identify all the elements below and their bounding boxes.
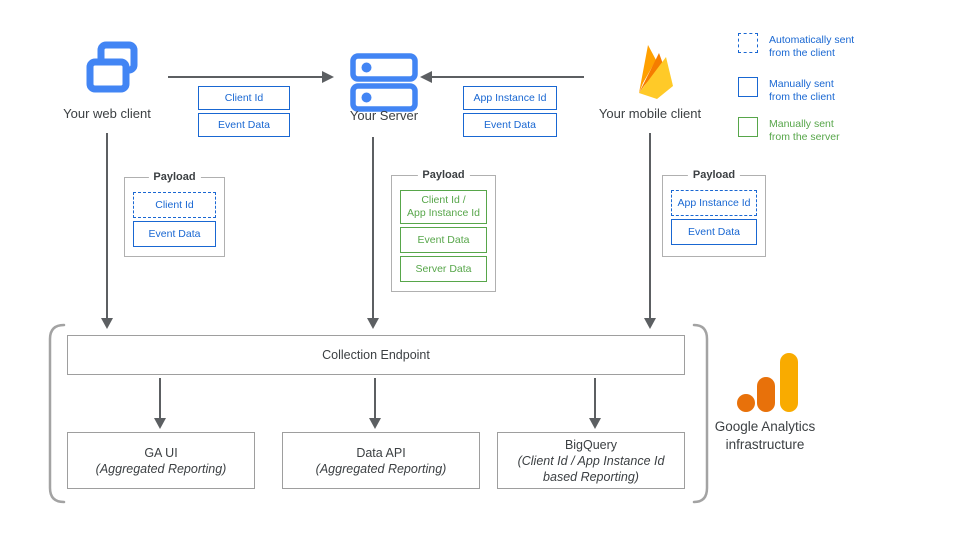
legend-item-manual-server: Manually sent from the server [738,117,840,143]
output-subtitle: (Aggregated Reporting) [315,461,447,476]
payload-box-web: Payload Client Id Event Data [124,171,225,257]
payload-item: Client Id [133,192,216,218]
payload-item: Event Data [400,227,487,253]
server-label: Your Server [349,108,419,123]
google-analytics-logo-icon [737,353,798,412]
web-client-icon [86,41,138,93]
output-title: Data API [356,445,406,460]
payload-box-mobile: Payload App Instance Id Event Data [662,169,766,257]
right-bracket [692,323,709,504]
payload-item: Event Data [133,221,216,247]
infrastructure-caption: Google Analytics infrastructure [714,419,816,452]
arrow-mobile-to-server [420,71,584,83]
output-subtitle: (Client Id / App Instance Id based Repor… [517,453,665,484]
collection-endpoint-box: Collection Endpoint [67,335,685,375]
flow-tag-event-data-web: Event Data [198,113,290,137]
payload-item: Server Data [400,256,487,282]
legend-item-manual-client: Manually sent from the client [738,77,835,103]
arrow-endpoint-to-data-api [369,378,381,429]
output-title: BigQuery [564,437,618,452]
solid-blue-swatch-icon [738,77,758,97]
legend-label: Automatically sent from the client [769,34,855,59]
payload-box-server: Payload Client Id / App Instance Id Even… [391,169,496,292]
mobile-client-label: Your mobile client [598,106,702,121]
payload-title: Payload [417,169,470,181]
legend-item-auto-client: Automatically sent from the client [738,33,854,59]
payload-item: Client Id / App Instance Id [400,190,487,224]
arrow-web-to-server [168,71,334,83]
arrow-endpoint-to-ga-ui [154,378,166,429]
arrow-mobile-to-endpoint [644,133,656,329]
output-title: GA UI [144,445,178,460]
payload-item: Event Data [671,219,757,245]
web-client-label: Your web client [63,106,151,121]
legend-label: Manually sent from the client [769,78,835,103]
dashed-blue-swatch-icon [738,33,758,53]
legend-label: Manually sent from the server [769,118,840,143]
arrow-web-to-endpoint [101,133,113,329]
arrow-server-to-endpoint [367,137,379,329]
bigquery-box: BigQuery (Client Id / App Instance Id ba… [497,432,685,489]
server-icon [350,53,418,112]
flow-tag-event-data-mobile: Event Data [463,113,557,137]
payload-title: Payload [687,169,741,181]
flow-tag-app-instance-id: App Instance Id [463,86,557,110]
firebase-icon [639,45,673,99]
ga-ui-box: GA UI (Aggregated Reporting) [67,432,255,489]
output-subtitle: (Aggregated Reporting) [95,461,227,476]
collection-endpoint-label: Collection Endpoint [322,348,430,362]
flow-tag-client-id: Client Id [198,86,290,110]
solid-green-swatch-icon [738,117,758,137]
payload-title: Payload [148,171,201,183]
payload-item: App Instance Id [671,190,757,216]
left-bracket [48,323,66,504]
data-api-box: Data API (Aggregated Reporting) [282,432,480,489]
arrow-endpoint-to-bigquery [589,378,601,429]
